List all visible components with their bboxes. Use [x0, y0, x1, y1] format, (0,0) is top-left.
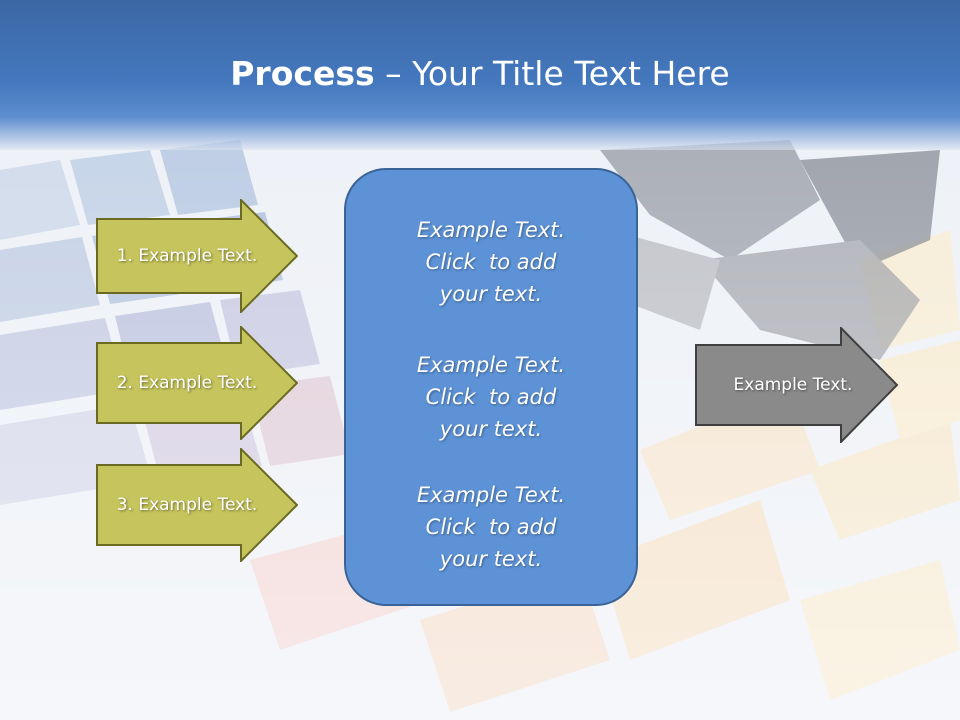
step-arrow-1[interactable]: 1. Example Text.: [96, 199, 298, 313]
panel-line: Click to add: [425, 385, 557, 409]
output-arrow[interactable]: Example Text.: [695, 327, 899, 443]
output-label: Example Text.: [733, 375, 853, 395]
step-label-3: 3. Example Text.: [116, 495, 258, 515]
panel-line: Example Text.: [416, 353, 566, 377]
panel-line: your text.: [439, 417, 543, 441]
panel-text-block-3[interactable]: Example Text. Click to add your text.: [346, 479, 636, 575]
title-bar: [0, 0, 960, 150]
panel-text-block-1[interactable]: Example Text. Click to add your text.: [346, 214, 636, 310]
step-label-2: 2. Example Text.: [116, 373, 258, 393]
arrow-shape: [96, 326, 298, 440]
center-panel[interactable]: Example Text. Click to add your text. Ex…: [344, 168, 638, 606]
panel-line: Example Text.: [416, 218, 566, 242]
panel-text-block-2[interactable]: Example Text. Click to add your text.: [346, 349, 636, 445]
panel-line: your text.: [439, 547, 543, 571]
arrow-shape: [96, 199, 298, 313]
arrow-shape: [96, 448, 298, 562]
panel-line: your text.: [439, 282, 543, 306]
step-arrow-3[interactable]: 3. Example Text.: [96, 448, 298, 562]
panel-line: Example Text.: [416, 483, 566, 507]
arrow-shape: [695, 327, 899, 443]
step-label-1: 1. Example Text.: [116, 246, 258, 266]
title-rest: – Your Title Text Here: [374, 54, 730, 93]
title-bold: Process: [230, 54, 375, 93]
slide-title[interactable]: Process – Your Title Text Here: [0, 52, 960, 96]
panel-line: Click to add: [425, 250, 557, 274]
step-arrow-2[interactable]: 2. Example Text.: [96, 326, 298, 440]
panel-line: Click to add: [425, 515, 557, 539]
